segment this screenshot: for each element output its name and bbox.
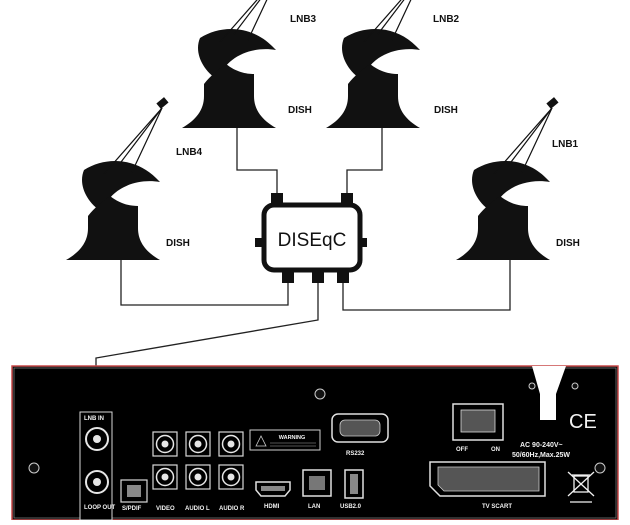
cable-lnb4	[120, 258, 289, 306]
dish-label: DISH	[556, 238, 580, 249]
ce-mark: CE	[569, 411, 597, 433]
dish-label: DISH	[166, 238, 190, 249]
cable-lnb3	[236, 125, 278, 195]
dish-lnb3: LNB3 DISH	[181, 0, 317, 129]
weee-bin-icon	[567, 471, 595, 503]
audio-l-label: AUDIO L	[185, 506, 210, 512]
dish-label: DISH	[288, 105, 312, 116]
dish-lnb1: LNB1 DISH	[455, 96, 580, 261]
dish-lnb2: LNB2 DISH	[325, 0, 460, 129]
usb-label: USB2.0	[340, 504, 362, 510]
cable-lnb2	[346, 125, 383, 195]
on-label: ON	[491, 447, 500, 453]
lan-label: LAN	[308, 504, 320, 510]
dish-lnb4: LNB4 DISH	[65, 96, 203, 261]
audio-r-label: AUDIO R	[219, 506, 245, 512]
rs232-label: RS232	[346, 451, 365, 457]
cable-lnb1	[342, 258, 511, 311]
receiver-rear-panel: LNB IN LOOP OUT S/PDIF VIDEO AUDIO L AUD…	[11, 365, 619, 521]
lnb3-label: LNB3	[290, 14, 317, 25]
hdmi-label: HDMI	[264, 504, 280, 510]
dish-label: DISH	[434, 105, 458, 116]
video-label: VIDEO	[156, 506, 175, 512]
lnb4-label: LNB4	[176, 147, 203, 158]
lnb2-label: LNB2	[433, 14, 460, 25]
diseqc-switch: DISEqC	[255, 193, 367, 283]
power-rating-line1: AC 90-240V~	[520, 442, 563, 449]
warning-label: WARNING	[279, 435, 306, 441]
power-rating-line2: 50/60Hz,Max.25W	[512, 452, 570, 459]
tv-scart-label: TV SCART	[482, 504, 512, 510]
spdif-label: S/PDIF	[122, 506, 142, 512]
lnb1-label: LNB1	[552, 139, 579, 150]
warning-sticker	[249, 429, 321, 451]
loop-out-label: LOOP OUT	[84, 505, 116, 511]
lnb-in-label: LNB IN	[84, 416, 104, 422]
off-label: OFF	[456, 447, 468, 453]
diseqc-label: DISEqC	[278, 230, 347, 251]
